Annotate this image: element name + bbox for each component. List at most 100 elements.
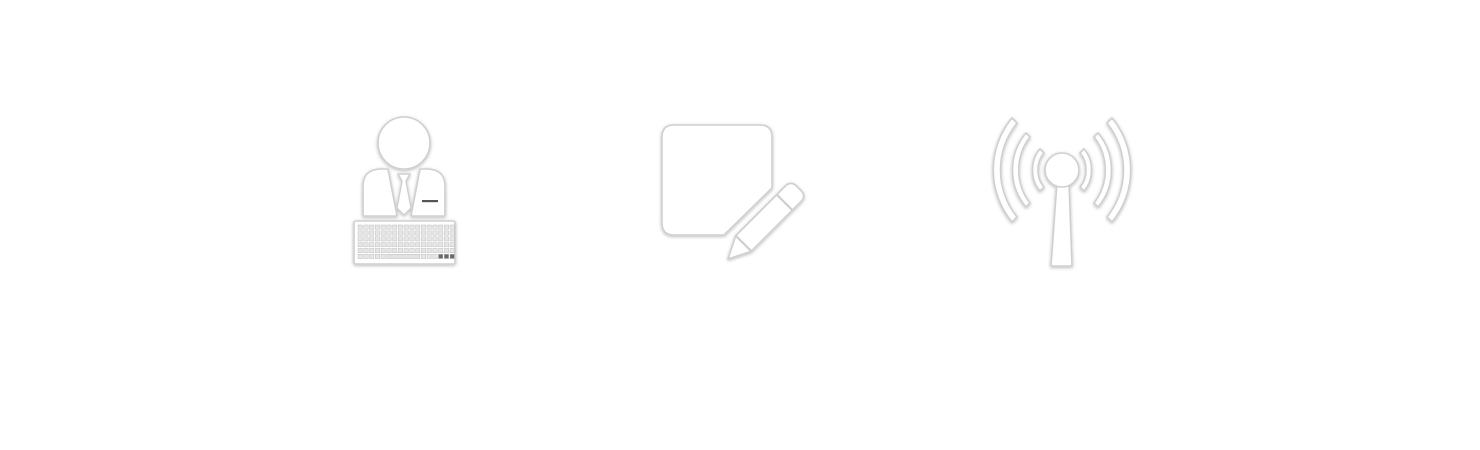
keyboard-key — [380, 242, 386, 248]
operator-right-shoulder — [410, 168, 446, 217]
keyboard-key — [398, 224, 403, 230]
wireless-antenna-icon[interactable] — [982, 110, 1144, 274]
keyboard-key — [432, 236, 438, 242]
keyboard-key — [375, 248, 380, 253]
keyboard-key — [363, 248, 369, 253]
antenna-head — [1044, 152, 1080, 188]
keyboard-key — [380, 230, 386, 236]
keyboard-key — [357, 236, 363, 242]
keyboard-key — [369, 242, 375, 248]
keyboard-key — [426, 254, 432, 259]
keyboard-key — [375, 230, 380, 236]
keyboard-key — [375, 236, 380, 242]
keyboard-key — [444, 230, 449, 236]
keyboard-key — [444, 254, 449, 259]
keyboard-key — [449, 230, 455, 236]
keyboard-key — [403, 224, 409, 230]
antenna-mast — [1050, 181, 1073, 267]
operator-badge — [422, 200, 438, 203]
keyboard-key — [375, 242, 380, 248]
operator-left-shoulder — [362, 168, 398, 217]
keyboard-key — [426, 236, 432, 242]
keyboard-key — [409, 242, 415, 248]
keyboard-key — [409, 224, 415, 230]
keyboard-key — [421, 236, 426, 242]
keyboard-key — [409, 236, 415, 242]
keyboard-key — [421, 230, 426, 236]
keyboard-key — [398, 242, 403, 248]
keyboard-key — [449, 224, 455, 230]
keyboard-key — [398, 236, 403, 242]
keyboard-spacebar — [386, 254, 421, 259]
keyboard-key — [426, 248, 432, 253]
keyboard-key — [369, 254, 375, 259]
keyboard-key — [386, 224, 392, 230]
keyboard-key — [432, 224, 438, 230]
keyboard-key — [438, 242, 444, 248]
keyboard-key — [444, 236, 449, 242]
keyboard-key — [363, 230, 369, 236]
keyboard-key — [432, 242, 438, 248]
keyboard-key — [386, 236, 392, 242]
keyboard-key — [449, 248, 455, 253]
keyboard-key — [403, 230, 409, 236]
operator-at-keyboard-svg — [353, 116, 456, 265]
keyboard-key — [363, 224, 369, 230]
keyboard-key — [444, 248, 449, 253]
keyboard-key — [392, 236, 398, 242]
signal-wave-right-3 — [1106, 117, 1132, 223]
keyboard-key — [363, 236, 369, 242]
keyboard-key — [403, 248, 409, 253]
keyboard-key — [386, 230, 392, 236]
operator-head — [377, 116, 431, 170]
keyboard-key — [449, 236, 455, 242]
note-square — [661, 124, 773, 236]
keyboard-key — [392, 230, 398, 236]
keyboard-key — [444, 242, 449, 248]
keyboard-key — [357, 248, 363, 253]
keyboard-key — [432, 254, 438, 259]
keyboard-key — [363, 242, 369, 248]
keyboard-key — [426, 224, 432, 230]
keyboard-key — [403, 236, 409, 242]
keyboard-key — [357, 242, 363, 248]
keyboard-key — [438, 248, 444, 253]
keyboard-key — [375, 224, 380, 230]
signal-wave-right-1 — [1079, 148, 1093, 192]
edit-note-svg — [661, 124, 805, 260]
keyboard-key — [426, 230, 432, 236]
keyboard-key — [357, 254, 363, 259]
keyboard-key — [398, 230, 403, 236]
keyboard-key — [421, 242, 426, 248]
keyboard-key — [438, 236, 444, 242]
keyboard-key — [375, 254, 380, 259]
keyboard-key — [386, 242, 392, 248]
keyboard-key — [415, 230, 421, 236]
edit-note-icon[interactable] — [652, 116, 814, 268]
keyboard-key — [392, 248, 398, 253]
operator-at-keyboard-icon[interactable] — [344, 108, 466, 274]
keyboard-key — [357, 224, 363, 230]
keyboard-key — [386, 248, 392, 253]
keyboard-key — [392, 224, 398, 230]
wireless-antenna-svg — [992, 117, 1132, 267]
keyboard-key — [369, 230, 375, 236]
keyboard-key — [415, 242, 421, 248]
keyboard-key — [403, 242, 409, 248]
keyboard-key — [380, 254, 386, 259]
keyboard-key — [392, 242, 398, 248]
keyboard-key — [438, 230, 444, 236]
keyboard-key — [432, 230, 438, 236]
keyboard-key — [369, 248, 375, 253]
keyboard-key — [426, 242, 432, 248]
keyboard-key — [380, 224, 386, 230]
pencil-tip-line — [735, 234, 753, 252]
pencil — [727, 182, 805, 260]
keyboard-key — [380, 248, 386, 253]
keyboard-key — [363, 254, 369, 259]
keyboard-key — [421, 248, 426, 253]
keyboard-key — [415, 248, 421, 253]
keyboard-key — [438, 254, 444, 259]
keyboard-key — [449, 242, 455, 248]
